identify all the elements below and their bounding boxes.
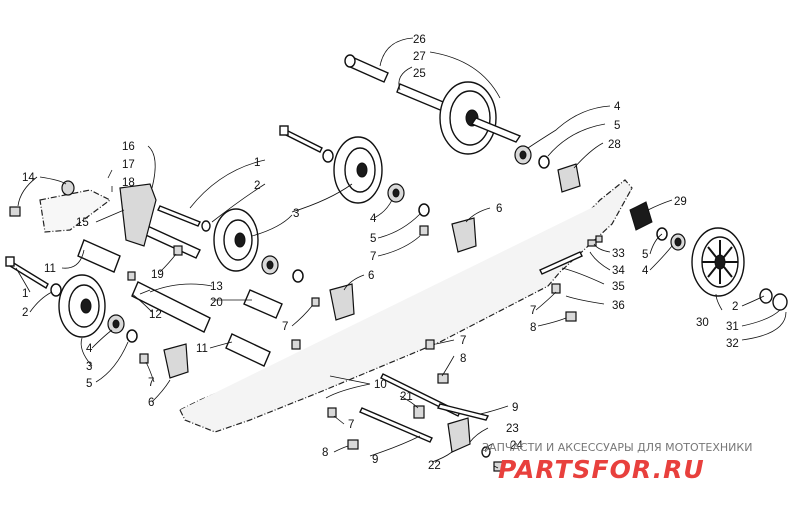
callout-8: 8 (322, 447, 328, 459)
callout-9: 9 (512, 402, 518, 414)
callout-28: 28 (608, 139, 621, 151)
bolts (5, 125, 788, 443)
callout-7: 7 (148, 377, 154, 389)
callout-35: 35 (612, 281, 625, 293)
callout-11: 11 (44, 263, 56, 275)
callout-34: 34 (612, 265, 625, 277)
callout-3: 3 (86, 361, 92, 373)
callout-19: 19 (151, 269, 164, 281)
callout-8: 8 (530, 322, 536, 334)
callout-4: 4 (370, 213, 377, 225)
callout-32: 32 (726, 338, 739, 350)
callout-5: 5 (642, 249, 648, 261)
callout-1: 1 (254, 157, 260, 169)
callout-4: 4 (86, 343, 93, 355)
callout-24: 24 (510, 440, 523, 452)
callout-15: 15 (76, 217, 89, 229)
callout-5: 5 (86, 378, 92, 390)
callout-6: 6 (496, 203, 502, 215)
callout-30: 30 (696, 317, 709, 329)
callout-36: 36 (612, 300, 625, 312)
leader-lines (15, 37, 787, 469)
callout-23: 23 (506, 423, 519, 435)
callout-numbers: 26 27 25 4 5 28 16 17 18 14 15 1 2 3 4 5… (22, 34, 739, 472)
callout-12: 12 (149, 309, 162, 321)
callout-17: 17 (122, 159, 135, 171)
callout-33: 33 (612, 248, 625, 260)
callout-3: 3 (293, 208, 299, 220)
watermark: ЗАПЧАСТИ И АКСЕССУАРЫ ДЛЯ МОТОТЕХНИКИ PA… (482, 441, 752, 484)
callout-7: 7 (530, 305, 536, 317)
callout-9: 9 (372, 454, 378, 466)
callout-2: 2 (22, 307, 28, 319)
callout-2: 2 (732, 301, 738, 313)
upper-axle-assembly (344, 54, 522, 155)
callout-10: 10 (374, 379, 387, 391)
callout-7: 7 (370, 251, 376, 263)
bearings (107, 145, 686, 334)
nuts-and-spacers (9, 163, 653, 472)
callout-7: 7 (460, 335, 466, 347)
wheel-center (333, 136, 383, 204)
callout-2: 2 (254, 180, 260, 192)
callout-22: 22 (428, 460, 441, 472)
callout-29: 29 (674, 196, 687, 208)
callout-14: 14 (22, 172, 35, 184)
callout-1: 1 (22, 288, 28, 300)
callout-26: 26 (413, 34, 426, 46)
callout-31: 31 (726, 321, 739, 333)
callout-8: 8 (460, 353, 466, 365)
callout-5: 5 (614, 120, 620, 132)
callout-6: 6 (148, 397, 154, 409)
slide-rail (39, 179, 633, 433)
callout-25: 25 (413, 68, 426, 80)
callout-18: 18 (122, 177, 135, 189)
callout-4: 4 (614, 101, 621, 113)
callout-11: 11 (196, 343, 208, 355)
wheel-upper-left (213, 208, 259, 272)
callout-7: 7 (282, 321, 288, 333)
watermark-tagline: ЗАПЧАСТИ И АКСЕССУАРЫ ДЛЯ МОТОТЕХНИКИ (482, 441, 752, 454)
callout-16: 16 (122, 141, 135, 153)
callout-13: 13 (210, 281, 223, 293)
callout-7: 7 (348, 419, 354, 431)
callout-27: 27 (413, 51, 426, 63)
callout-4: 4 (642, 265, 649, 277)
callout-21: 21 (400, 391, 413, 403)
callout-6: 6 (368, 270, 374, 282)
callout-5: 5 (370, 233, 376, 245)
callout-20: 20 (210, 297, 223, 309)
snap-rings (126, 155, 668, 343)
wheel-spoked-right (691, 227, 745, 297)
watermark-logo: PARTSFOR.RU (498, 455, 705, 484)
wheel-left (58, 274, 106, 338)
